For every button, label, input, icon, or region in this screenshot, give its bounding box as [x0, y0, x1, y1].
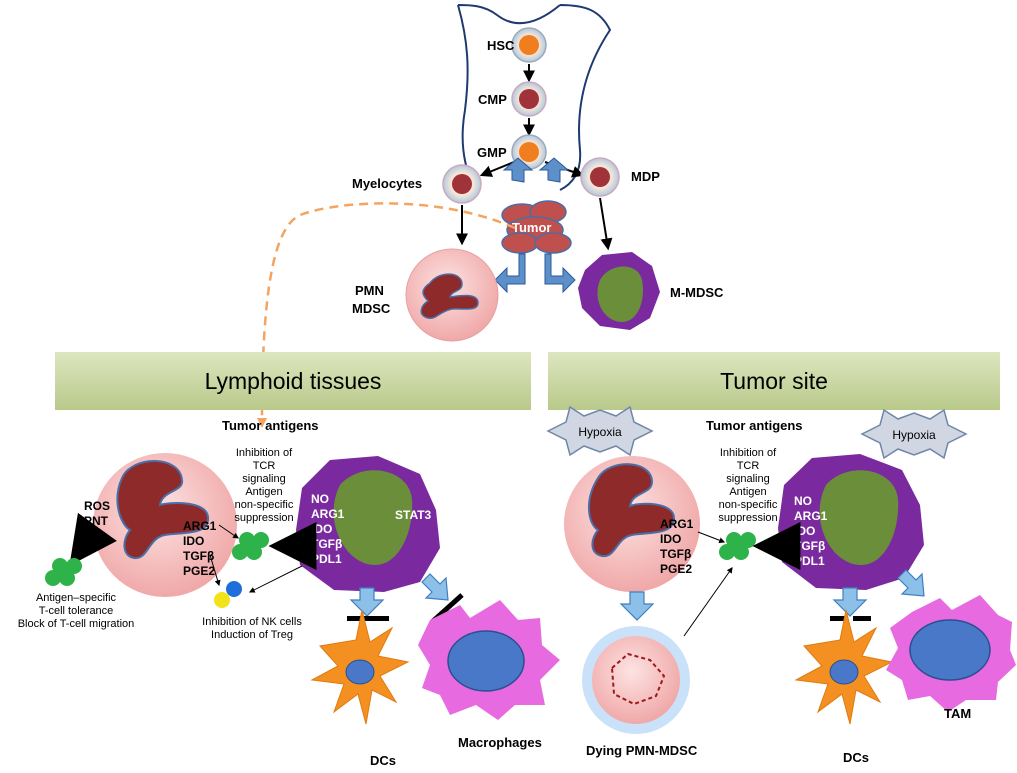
tumor-dcs-label: DCs [843, 750, 869, 765]
tcr-note-line: signaling [726, 473, 769, 485]
lymph-tumor-antigens: Tumor antigens [222, 418, 319, 433]
lymph-pmn-factors: ARG1 IDO TGFβ PGE2 [183, 519, 217, 578]
tumor-pmn-factor: ARG1 [660, 517, 694, 531]
tcr-note-line: TCR [253, 460, 276, 472]
tumor-label: Tumor [512, 220, 551, 235]
cmp-cell [511, 81, 547, 117]
tcell-note-line: T-cell tolerance [39, 605, 114, 617]
mdsc-label: MDSC [352, 301, 391, 316]
tumor-pmn-mdsc-cell [564, 456, 700, 592]
tcr-note-line: Antigen [245, 486, 282, 498]
tcr-note-line: non-specific [235, 499, 294, 511]
tumor-mmdsc-factor: NO [794, 494, 812, 508]
tumor-m-mdsc-cell [778, 454, 924, 590]
pmn-label: PMN [355, 283, 384, 298]
nk-note-line: Induction of Treg [211, 629, 293, 641]
dying-pmn-mdsc-cell [582, 626, 690, 734]
tumor-pmn-factor: IDO [660, 532, 681, 546]
tumor-dc-cell [794, 609, 894, 725]
tumor-mmdsc-factor: TGFβ [794, 539, 825, 553]
tcr-note-line: Inhibition of [720, 447, 777, 459]
m-mdsc-cell [578, 252, 660, 330]
tumor-pmn-factors: ARG1 IDO TGFβ PGE2 [660, 517, 694, 576]
pmn-to-dying-arrow [619, 591, 655, 621]
hsc-cell [511, 27, 547, 63]
macrophages-label: Macrophages [458, 735, 542, 750]
hypoxia-left: Hypoxia [546, 405, 654, 457]
tumor-pmn-factor: PGE2 [660, 562, 692, 576]
tam-label: TAM [944, 706, 971, 721]
lymph-dcs-label: DCs [370, 753, 396, 768]
tumor-pmn-factor: TGFβ [660, 547, 691, 561]
lymph-m-mdsc-cell [296, 456, 440, 592]
tam-cell [886, 595, 1016, 712]
tumor-tam-arrow [897, 569, 925, 597]
hypoxia-right: Hypoxia [860, 408, 968, 460]
tumor-mmdsc-factor: IDO [794, 524, 815, 538]
dying-label: Dying PMN-MDSC [586, 743, 698, 758]
lymph-dc-inhibition [347, 587, 389, 621]
lymph-pmn-mdsc-cell [93, 453, 237, 597]
tumor-mass [494, 157, 576, 294]
myelocytes-cell [442, 164, 482, 204]
hypoxia-left-text: Hypoxia [578, 425, 622, 439]
lymph-pmn-factor: PGE2 [183, 564, 215, 578]
lymph-mmdsc-factor: IDO [311, 522, 332, 536]
tumor-mmdsc-factor: ARG1 [794, 509, 828, 523]
nk-note-line: Inhibition of NK cells [202, 616, 302, 628]
myelocytes-label: Myelocytes [352, 176, 422, 191]
lymph-mmdsc-factor: PDL1 [311, 552, 342, 566]
lymphoid-tissues-header: Lymphoid tissues [55, 352, 531, 410]
tcell-note-line: Block of T-cell migration [18, 618, 135, 630]
lymph-pmn-factor: ARG1 [183, 519, 217, 533]
lymph-tcell-cluster-left [45, 558, 82, 586]
tumor-site-header: Tumor site [548, 352, 1000, 410]
ros-label: ROS [84, 499, 110, 513]
tumor-mmdsc-factors: NO ARG1 IDO TGFβ PDL1 [794, 494, 828, 568]
tumor-site-header-text: Tumor site [720, 368, 828, 394]
hsc-label: HSC [487, 38, 515, 53]
lymph-dc-cell [310, 609, 410, 725]
tumor-mmdsc-factor: PDL1 [794, 554, 825, 568]
tumor-dc-inhibition [830, 587, 871, 621]
stat3-label: STAT3 [395, 508, 432, 522]
tcr-note-line: Antigen [729, 486, 766, 498]
nk-treg-cells [214, 581, 242, 608]
tumor-tumor-antigens: Tumor antigens [706, 418, 803, 433]
pmn-mdsc-cell [405, 248, 499, 342]
lymph-mmdsc-factor: NO [311, 492, 329, 506]
tcr-note-line: Inhibition of [236, 447, 293, 459]
tcr-note-line: suppression [718, 512, 777, 524]
tcell-note-line: Antigen–specific [36, 592, 117, 604]
hypoxia-right-text: Hypoxia [892, 428, 936, 442]
gmp-label: GMP [477, 145, 507, 160]
mdp-cell [580, 157, 620, 197]
tumor-tcr-note: Inhibition of TCR signaling Antigen non-… [718, 447, 778, 524]
lymph-tcell-cluster-mid [232, 532, 269, 560]
antigen-dashed-arrow [260, 202, 516, 421]
tcr-note-line: non-specific [719, 499, 778, 511]
nk-note: Inhibition of NK cells Induction of Treg [202, 616, 302, 641]
lymph-mmdsc-factor: TGFβ [311, 537, 342, 551]
tumor-tcell-cluster [719, 532, 756, 560]
tcr-note-line: TCR [737, 460, 760, 472]
pnt-label: PNT [84, 514, 109, 528]
cmp-label: CMP [478, 92, 507, 107]
lymphoid-header-text: Lymphoid tissues [205, 368, 382, 394]
macrophage-cell [418, 600, 560, 720]
lymph-pmn-factor: IDO [183, 534, 204, 548]
lymph-tcr-note: Inhibition of TCR signaling Antigen non-… [234, 447, 294, 524]
tcr-note-line: signaling [242, 473, 285, 485]
lymph-mmdsc-factor: ARG1 [311, 507, 345, 521]
lymph-pmn-factor: TGFβ [183, 549, 214, 563]
tcell-note: Antigen–specific T-cell tolerance Block … [18, 592, 135, 630]
mdp-label: MDP [631, 169, 660, 184]
m-mdsc-label: M-MDSC [670, 285, 724, 300]
tcr-note-line: suppression [234, 512, 293, 524]
